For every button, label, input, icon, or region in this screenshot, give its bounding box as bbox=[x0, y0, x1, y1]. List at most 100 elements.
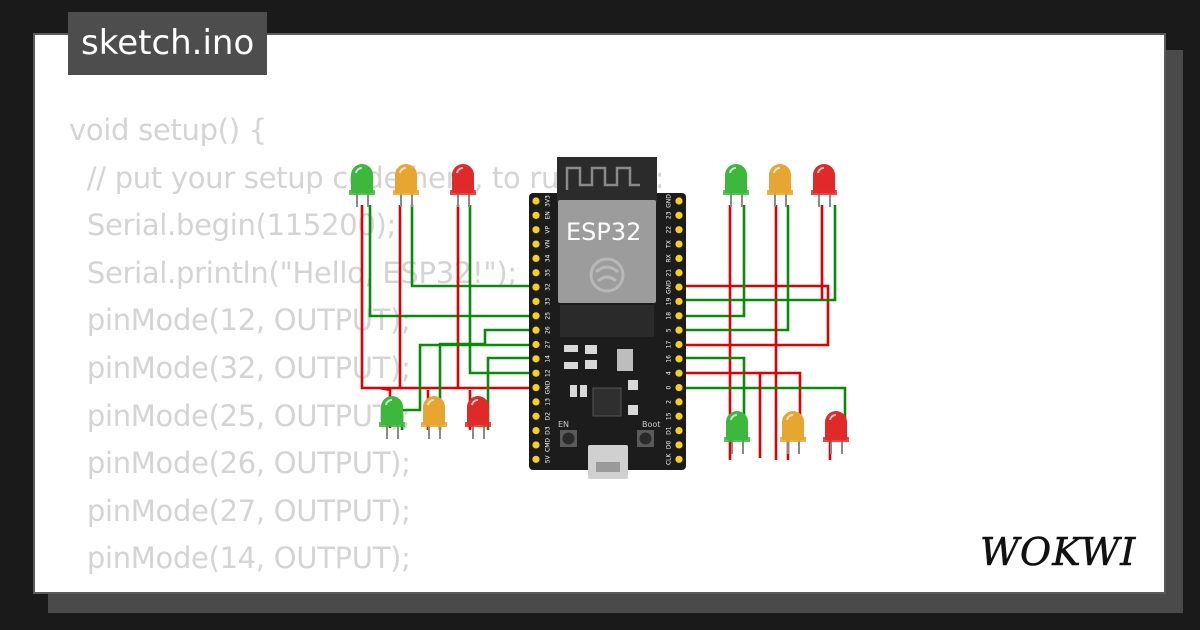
led-highlight bbox=[456, 166, 464, 174]
led-red[interactable] bbox=[465, 396, 491, 439]
pin-pad[interactable] bbox=[675, 383, 683, 392]
wire bbox=[410, 205, 536, 288]
led-green[interactable] bbox=[349, 164, 375, 207]
pin-label: EN bbox=[545, 211, 552, 219]
pin-pad[interactable] bbox=[675, 211, 683, 219]
led-yellow[interactable] bbox=[767, 164, 793, 207]
led-yellow[interactable] bbox=[780, 411, 806, 454]
led-green[interactable] bbox=[724, 411, 750, 454]
pin-pad[interactable] bbox=[532, 441, 540, 449]
pin-label: 15 bbox=[666, 412, 673, 420]
pin-pad[interactable] bbox=[532, 369, 540, 377]
led-highlight bbox=[786, 413, 794, 421]
led-rim bbox=[349, 190, 375, 195]
pin-pad[interactable] bbox=[532, 297, 540, 306]
pin-pad[interactable] bbox=[532, 254, 540, 262]
led-body bbox=[725, 164, 747, 193]
led-rim bbox=[780, 437, 806, 442]
pin-label: RX bbox=[666, 254, 673, 262]
code-line: pinMode(32, OUTPUT); bbox=[69, 350, 411, 385]
led-highlight bbox=[355, 166, 363, 174]
wire bbox=[679, 386, 847, 430]
pin-label: 16 bbox=[666, 355, 673, 363]
led-highlight bbox=[730, 413, 738, 421]
pin-pad[interactable] bbox=[675, 297, 683, 306]
wire bbox=[468, 205, 536, 375]
pin-pad[interactable] bbox=[532, 340, 540, 349]
boot-button-cap bbox=[639, 432, 652, 445]
pin-label: GND bbox=[666, 280, 673, 294]
pin-pad[interactable] bbox=[532, 269, 540, 277]
pin-label: CMD bbox=[545, 438, 552, 452]
led-rim bbox=[723, 190, 749, 195]
pin-pad[interactable] bbox=[532, 312, 540, 320]
led-body bbox=[381, 396, 403, 425]
esp32-board: ESP32 EN Boot 3V3ENVPVN34353233252627141… bbox=[529, 157, 686, 479]
pin-pad[interactable] bbox=[675, 398, 683, 406]
wire bbox=[368, 205, 536, 318]
pin-pad[interactable] bbox=[675, 283, 683, 291]
pin-pad[interactable] bbox=[675, 427, 683, 435]
pin-label: TX bbox=[666, 240, 673, 249]
led-rim bbox=[823, 437, 849, 442]
file-tab[interactable]: sketch.ino bbox=[68, 12, 268, 75]
led-red[interactable] bbox=[811, 164, 837, 207]
wire bbox=[679, 284, 830, 347]
pin-pad[interactable] bbox=[675, 355, 683, 363]
pin-pad[interactable] bbox=[675, 340, 683, 349]
pin-label: 0 bbox=[666, 385, 673, 389]
pin-pad[interactable] bbox=[532, 283, 540, 291]
led-yellow[interactable] bbox=[421, 396, 447, 439]
led-body bbox=[813, 164, 835, 193]
pin-pad[interactable] bbox=[675, 326, 683, 334]
wokwi-logo-text: WOKWI bbox=[980, 530, 1136, 574]
pin-pad[interactable] bbox=[675, 240, 683, 248]
led-rim bbox=[393, 190, 419, 195]
pin-label: 35 bbox=[545, 269, 552, 277]
pin-pad[interactable] bbox=[532, 197, 540, 205]
pin-pad[interactable] bbox=[532, 455, 540, 463]
led-yellow[interactable] bbox=[393, 164, 419, 207]
pin-pad[interactable] bbox=[675, 226, 683, 234]
led-red[interactable] bbox=[450, 164, 476, 207]
wifi-module-antenna bbox=[557, 157, 657, 203]
pin-label: 12 bbox=[545, 369, 552, 377]
led-green[interactable] bbox=[379, 396, 405, 439]
led-highlight bbox=[471, 398, 479, 406]
pin-pad[interactable] bbox=[675, 455, 683, 463]
pin-pad[interactable] bbox=[532, 240, 540, 248]
led-red[interactable] bbox=[823, 411, 849, 454]
pin-pad[interactable] bbox=[675, 412, 683, 420]
pin-pad[interactable] bbox=[532, 226, 540, 234]
led-green[interactable] bbox=[723, 164, 749, 207]
wire bbox=[679, 356, 746, 430]
pin-label: GND bbox=[666, 194, 673, 208]
pin-label: 21 bbox=[666, 269, 673, 277]
pin-pad[interactable] bbox=[675, 369, 683, 377]
pin-pad[interactable] bbox=[675, 312, 683, 320]
pin-pad[interactable] bbox=[532, 211, 540, 219]
pin-pad[interactable] bbox=[675, 254, 683, 262]
wire bbox=[360, 205, 536, 390]
led-highlight bbox=[385, 398, 393, 406]
pin-pad[interactable] bbox=[532, 412, 540, 420]
boot-label: Boot bbox=[642, 420, 660, 429]
en-label: EN bbox=[558, 420, 569, 429]
wire bbox=[679, 205, 746, 318]
led-rim bbox=[421, 422, 447, 427]
led-highlight bbox=[729, 166, 737, 174]
pin-pad[interactable] bbox=[532, 383, 540, 392]
led-highlight bbox=[817, 166, 825, 174]
pin-label: 2 bbox=[666, 400, 673, 404]
pin-label: 23 bbox=[666, 211, 673, 219]
pin-pad[interactable] bbox=[675, 269, 683, 277]
pin-pad[interactable] bbox=[532, 326, 540, 334]
usb-chip bbox=[592, 387, 622, 417]
pin-pad[interactable] bbox=[675, 441, 683, 449]
pin-pad[interactable] bbox=[675, 197, 683, 205]
pin-pad[interactable] bbox=[532, 398, 540, 406]
pin-pad[interactable] bbox=[532, 427, 540, 435]
pin-pad[interactable] bbox=[532, 355, 540, 363]
led-rim bbox=[450, 190, 476, 195]
